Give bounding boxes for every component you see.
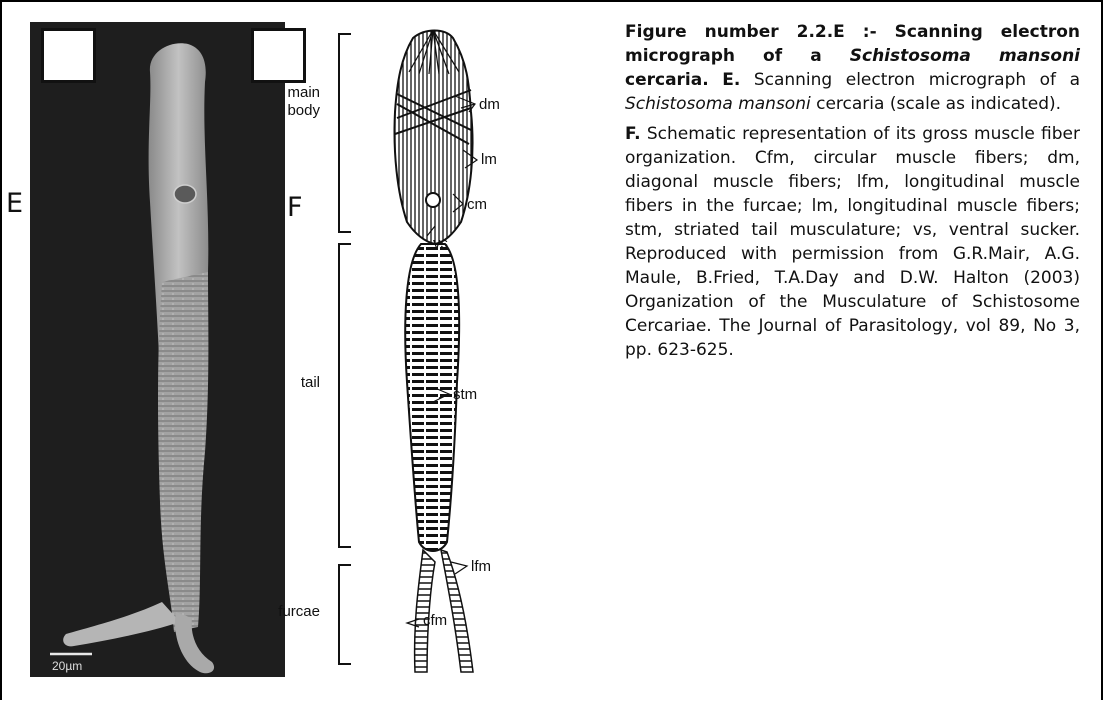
region-label-tail-text: tail [301,374,320,391]
region-label-furcae: furcae [250,603,320,620]
label-dm: dm [479,96,500,113]
label-vs: vs [433,235,448,252]
caption-paragraph-1: Figure number 2.2.E :- Scanning electron… [625,20,1080,116]
caption-e-species: Schistosoma mansoni [625,94,811,114]
label-cfm: cfm [423,612,447,629]
caption-e-label: E. [722,70,740,90]
panel-letter-e: E [6,188,23,219]
region-label-tail: tail [262,374,320,391]
sem-micrograph: 20µm [30,22,285,677]
caption-title-suffix: cercaria. [625,70,709,90]
label-cm: cm [467,196,487,213]
region-label-furcae-text: furcae [278,603,320,620]
label-lfm: lfm [471,558,491,575]
bracket-tail [339,244,351,547]
bracket-main-body [339,34,351,232]
label-lm: lm [481,151,497,168]
annotation-box-left [41,28,96,83]
caption-e-text-1: Scanning electron micrograph of a [740,70,1080,90]
scale-bar-label: 20µm [52,659,82,673]
label-stm: stm [453,386,477,403]
caption-f-label: F. [625,124,641,144]
schematic-furca-left [415,550,435,672]
region-label-main-body: main body [262,84,320,120]
region-label-main-body-text: main body [287,84,320,119]
schematic-ventral-sucker [426,193,440,207]
caption-paragraph-2: F. Schematic representation of its gross… [625,122,1080,362]
bracket-furcae [339,565,351,664]
annotation-box-right [251,28,306,83]
caption-title-species: Schistosoma mansoni [850,46,1080,66]
panel-letter-f: F [287,192,303,223]
caption-e-text-2: cercaria (scale as indicated). [811,94,1061,114]
ventral-sucker [174,185,196,203]
caption-f-text: Schematic representation of its gross mu… [625,124,1080,360]
figure-caption: Figure number 2.2.E :- Scanning electron… [625,20,1080,362]
schematic-main-body [395,31,473,245]
schematic-tail [405,244,459,551]
schematic-furca-right [441,550,473,672]
muscle-schematic: dm lm cm vs stm lfm cfm [285,22,585,682]
